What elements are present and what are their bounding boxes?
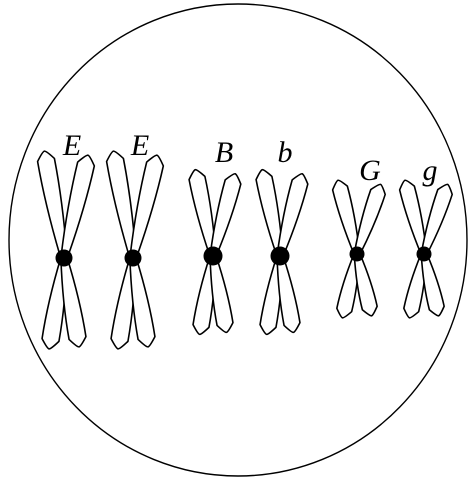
allele-label: G bbox=[359, 154, 381, 187]
chromosome-5: G bbox=[333, 154, 386, 318]
chromatid-upper-right-arm bbox=[354, 184, 385, 255]
chromosome-1: E bbox=[38, 129, 95, 349]
chromosome-2: E bbox=[107, 129, 164, 349]
centromere bbox=[271, 247, 290, 266]
chromosome-3: B bbox=[189, 136, 241, 334]
chromatid-lower-right-arm bbox=[421, 253, 444, 315]
chromatid-lower-right-arm bbox=[354, 253, 377, 315]
cell-membrane bbox=[9, 4, 467, 476]
chromatid-upper-right-arm bbox=[61, 155, 94, 259]
chromatid-upper-right-arm bbox=[130, 155, 163, 259]
centromere bbox=[56, 250, 73, 267]
allele-label: E bbox=[130, 129, 149, 162]
chromatid-upper-right-arm bbox=[210, 174, 241, 257]
centromere bbox=[350, 247, 365, 262]
chromatid-upper-right-arm bbox=[421, 184, 452, 255]
allele-label: g bbox=[423, 154, 438, 187]
chromatid-lower-right-arm bbox=[130, 257, 155, 346]
centromere bbox=[125, 250, 142, 267]
allele-label: b bbox=[278, 136, 293, 169]
centromere bbox=[204, 247, 223, 266]
allele-label: B bbox=[215, 136, 233, 169]
allele-label: E bbox=[62, 129, 81, 162]
chromatid-upper-right-arm bbox=[277, 174, 308, 257]
chromatid-lower-right-arm bbox=[277, 255, 300, 332]
centromere bbox=[417, 247, 432, 262]
chromosome-6: g bbox=[400, 154, 453, 318]
chromosome-4: b bbox=[256, 136, 308, 334]
chromatid-lower-right-arm bbox=[61, 257, 86, 346]
chromatid-lower-right-arm bbox=[210, 255, 233, 332]
